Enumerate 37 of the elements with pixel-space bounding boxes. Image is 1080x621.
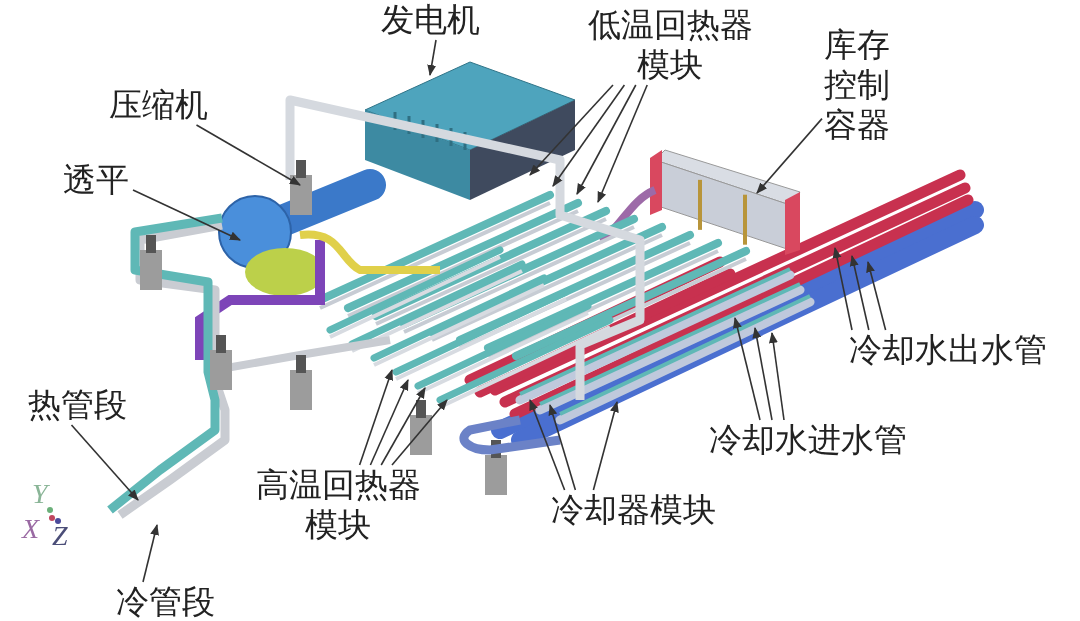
leader-arrow [597, 84, 648, 204]
callout-label: 发电机 [379, 0, 481, 40]
leader-arrow [849, 254, 870, 331]
leader-arrow [142, 523, 159, 583]
callout-label: 冷管段 [114, 582, 216, 621]
leader-arrow [391, 399, 448, 466]
leader-arrow [752, 326, 773, 421]
leader-arrow [427, 39, 437, 77]
leader-arrow [592, 400, 619, 491]
callout-label: 库存控制容器 [822, 25, 891, 145]
leader-arrow [756, 117, 823, 194]
leader-arrow [768, 331, 785, 421]
leader-arrow [529, 398, 566, 491]
leader-arrow [576, 84, 637, 195]
callout-label: 冷却器模块 [549, 490, 717, 530]
leader-arrow [552, 84, 626, 187]
axis-label: X [22, 515, 40, 543]
callout-label: 热管段 [26, 385, 128, 425]
leader-arrow [132, 189, 241, 241]
callout-label: 冷却水出水管 [848, 330, 1048, 370]
leader-arrow [866, 260, 887, 331]
leader-arrow [70, 424, 139, 501]
callout-label: 高温回热器模块 [254, 465, 422, 545]
axis-label: Y [32, 480, 48, 508]
callout-label: 压缩机 [107, 85, 209, 125]
leader-arrow [369, 379, 409, 466]
callout-label: 透平 [61, 160, 130, 200]
leader-arrow [380, 387, 426, 466]
callout-label: 冷却水进水管 [708, 420, 908, 460]
leader-arrow [195, 124, 301, 186]
leader-arrow [548, 403, 577, 491]
leader-arrow [733, 316, 761, 421]
leader-arrow [358, 368, 393, 466]
leader-arrow [529, 84, 614, 176]
leader-arrow [832, 246, 853, 331]
axis-label: Z [52, 522, 68, 550]
callout-label: 低温回热器模块 [586, 5, 754, 85]
